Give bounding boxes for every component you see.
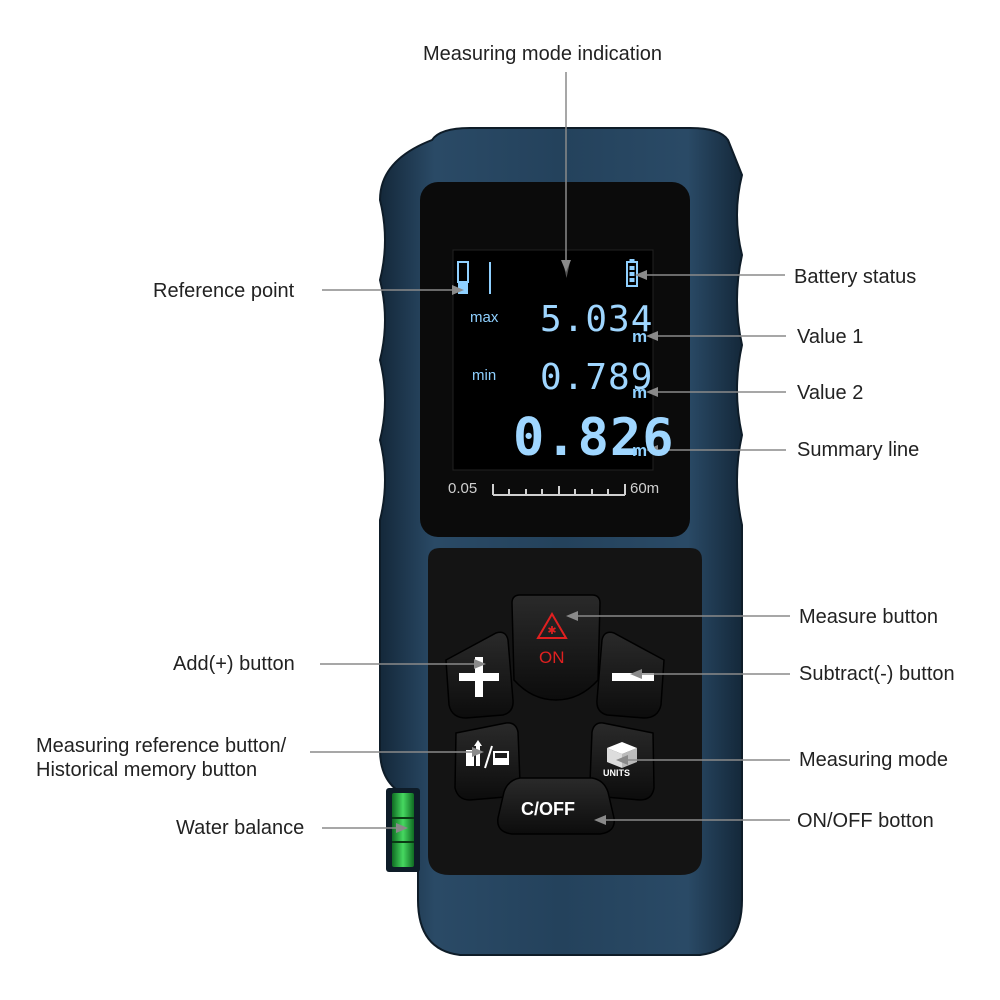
leader-arrowheads xyxy=(396,260,658,833)
max-label: max xyxy=(470,309,499,326)
range-max-label: 60m xyxy=(630,480,660,497)
measure-key-label[interactable]: ON xyxy=(539,648,565,667)
callout-reference-button-line2: Historical memory button xyxy=(36,759,258,781)
value-2-unit: m xyxy=(632,383,648,402)
min-label: min xyxy=(472,367,497,384)
summary-readout: 0.826 xyxy=(513,408,675,468)
callout-value-2: Value 2 xyxy=(797,382,864,404)
laser-warning-icon xyxy=(536,612,568,639)
minus-icon xyxy=(612,673,654,681)
callout-value-1: Value 1 xyxy=(797,326,864,348)
cube-icon xyxy=(607,742,637,768)
callout-measuring-mode-indication: Measuring mode indication xyxy=(423,43,663,65)
range-scale xyxy=(492,484,626,496)
callout-measuring-mode: Measuring mode xyxy=(799,749,948,771)
clear-off-key-label[interactable]: C/OFF xyxy=(521,799,575,819)
battery-icon xyxy=(626,259,638,287)
callout-reference-point: Reference point xyxy=(153,280,295,302)
callout-on-off-button: ON/OFF botton xyxy=(797,810,934,832)
range-min-label: 0.05 xyxy=(448,480,478,497)
svg-text:✱: ✱ xyxy=(547,624,556,637)
measure-key-shape xyxy=(511,594,601,701)
callout-water-balance: Water balance xyxy=(176,817,305,839)
reference-point-icon xyxy=(457,261,491,294)
value-2-readout: 0.789 xyxy=(540,357,654,398)
callout-battery-status: Battery status xyxy=(794,266,917,288)
reference-memory-icon xyxy=(466,740,509,769)
callout-subtract-button: Subtract(-) button xyxy=(799,663,955,685)
callout-add-button: Add(+) button xyxy=(173,653,295,675)
value-1-readout: 5.034 xyxy=(540,299,654,340)
leader-lines xyxy=(310,72,790,829)
lcd-screen xyxy=(452,249,654,471)
summary-unit: m xyxy=(632,441,648,460)
value-1-unit: m xyxy=(632,327,648,346)
callout-measure-button: Measure button xyxy=(799,606,938,628)
callout-summary-line: Summary line xyxy=(797,439,920,461)
callout-reference-button-line1: Measuring reference button/ xyxy=(36,735,287,757)
plus-icon xyxy=(459,657,499,697)
callout-reference-memory-button: Measuring reference button/ Historical m… xyxy=(36,734,326,782)
units-key-label[interactable]: UNITS xyxy=(603,768,630,778)
clear-off-key-shape xyxy=(497,777,615,835)
